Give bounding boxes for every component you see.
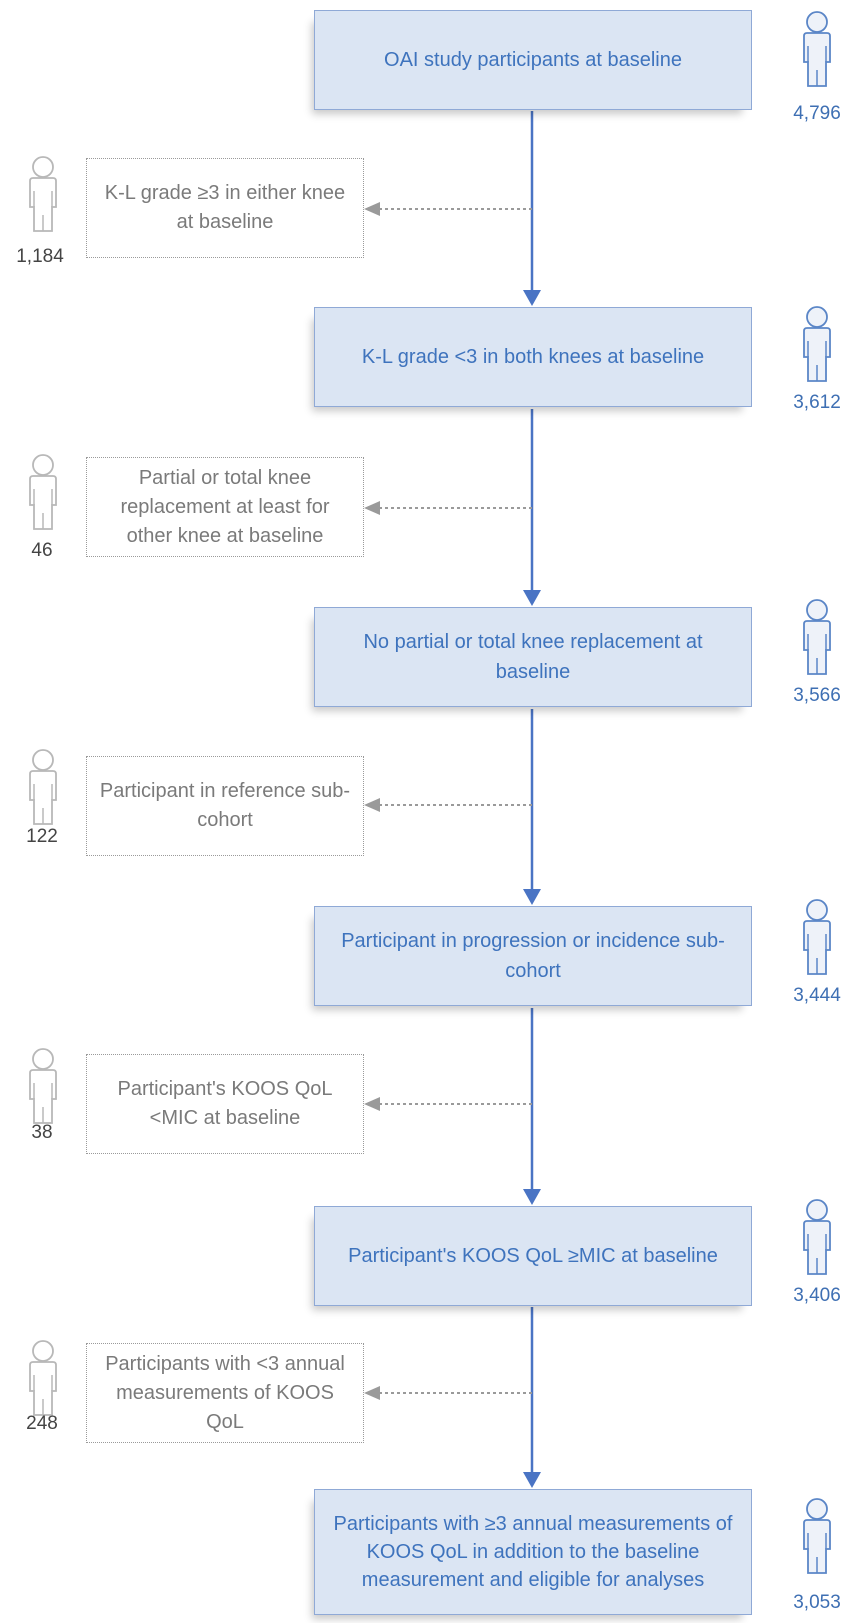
exclusion-count: 122 xyxy=(26,826,58,847)
exclusion-arrow xyxy=(364,1097,532,1111)
step-count: 3,406 xyxy=(793,1285,841,1306)
person-icon xyxy=(798,898,836,976)
step-count: 4,796 xyxy=(793,103,841,124)
exclusion-label: Participants with <3 annual measurements… xyxy=(105,1352,345,1433)
step-box-eligible: Participants with ≥3 annual measurements… xyxy=(314,1489,752,1615)
exclusion-label: Participant in reference sub-cohort xyxy=(99,780,351,831)
exclusion-label: K-L grade ≥3 in either knee at baseline xyxy=(104,182,346,233)
exclusion-arrow xyxy=(364,1386,532,1400)
exclusion-count: 38 xyxy=(31,1122,53,1143)
step-label: Participant's KOOS QoL ≥MIC at baseline xyxy=(348,1245,718,1267)
step-box-subcohort: Participant in progression or incidence … xyxy=(314,906,752,1006)
exclusion-count: 248 xyxy=(26,1413,58,1434)
step-count: 3,053 xyxy=(793,1592,841,1613)
exclusion-box-reference: Participant in reference sub-cohort xyxy=(86,756,364,856)
person-icon xyxy=(798,1497,836,1575)
person-icon xyxy=(24,1339,62,1417)
step-count: 3,612 xyxy=(793,392,841,413)
step-label: No partial or total knee replacement at … xyxy=(363,631,703,683)
exclusion-arrow xyxy=(364,798,532,812)
step-label: Participants with ≥3 annual measurements… xyxy=(333,1513,733,1591)
person-icon xyxy=(798,10,836,88)
step-box-kl-grade: K-L grade <3 in both knees at baseline xyxy=(314,307,752,407)
person-icon xyxy=(24,155,62,233)
person-icon xyxy=(798,598,836,676)
step-label: Participant in progression or incidence … xyxy=(341,930,725,982)
exclusion-arrow xyxy=(364,202,532,216)
exclusion-count: 46 xyxy=(31,540,53,561)
exclusion-box-replacement: Partial or total knee replacement at lea… xyxy=(86,457,364,557)
step-label: OAI study participants at baseline xyxy=(384,49,682,71)
exclusion-box-kl-grade: K-L grade ≥3 in either knee at baseline xyxy=(86,158,364,258)
exclusion-box-koos-mic: Participant's KOOS QoL <MIC at baseline xyxy=(86,1054,364,1154)
person-icon xyxy=(798,305,836,383)
exclusion-arrow xyxy=(364,501,532,515)
person-icon xyxy=(798,1198,836,1276)
step-count: 3,566 xyxy=(793,685,841,706)
step-label: K-L grade <3 in both knees at baseline xyxy=(361,346,705,368)
exclusion-label: Partial or total knee replacement at lea… xyxy=(120,466,330,547)
main-flow-arrow xyxy=(523,709,541,905)
person-icon xyxy=(24,748,62,826)
exclusion-count: 1,184 xyxy=(16,246,64,267)
step-box-no-replacement: No partial or total knee replacement at … xyxy=(314,607,752,707)
person-icon xyxy=(24,453,62,531)
person-icon xyxy=(24,1047,62,1125)
main-flow-arrow xyxy=(523,409,541,606)
exclusion-label: Participant's KOOS QoL <MIC at baseline xyxy=(117,1078,333,1129)
step-count: 3,444 xyxy=(793,985,841,1006)
main-flow-arrow xyxy=(523,1307,541,1488)
step-box-koos-mic: Participant's KOOS QoL ≥MIC at baseline xyxy=(314,1206,752,1306)
main-flow-arrow xyxy=(523,111,541,306)
main-flow-arrow xyxy=(523,1008,541,1205)
exclusion-box-annual-measurements: Participants with <3 annual measurements… xyxy=(86,1343,364,1443)
step-box-baseline: OAI study participants at baseline xyxy=(314,10,752,110)
